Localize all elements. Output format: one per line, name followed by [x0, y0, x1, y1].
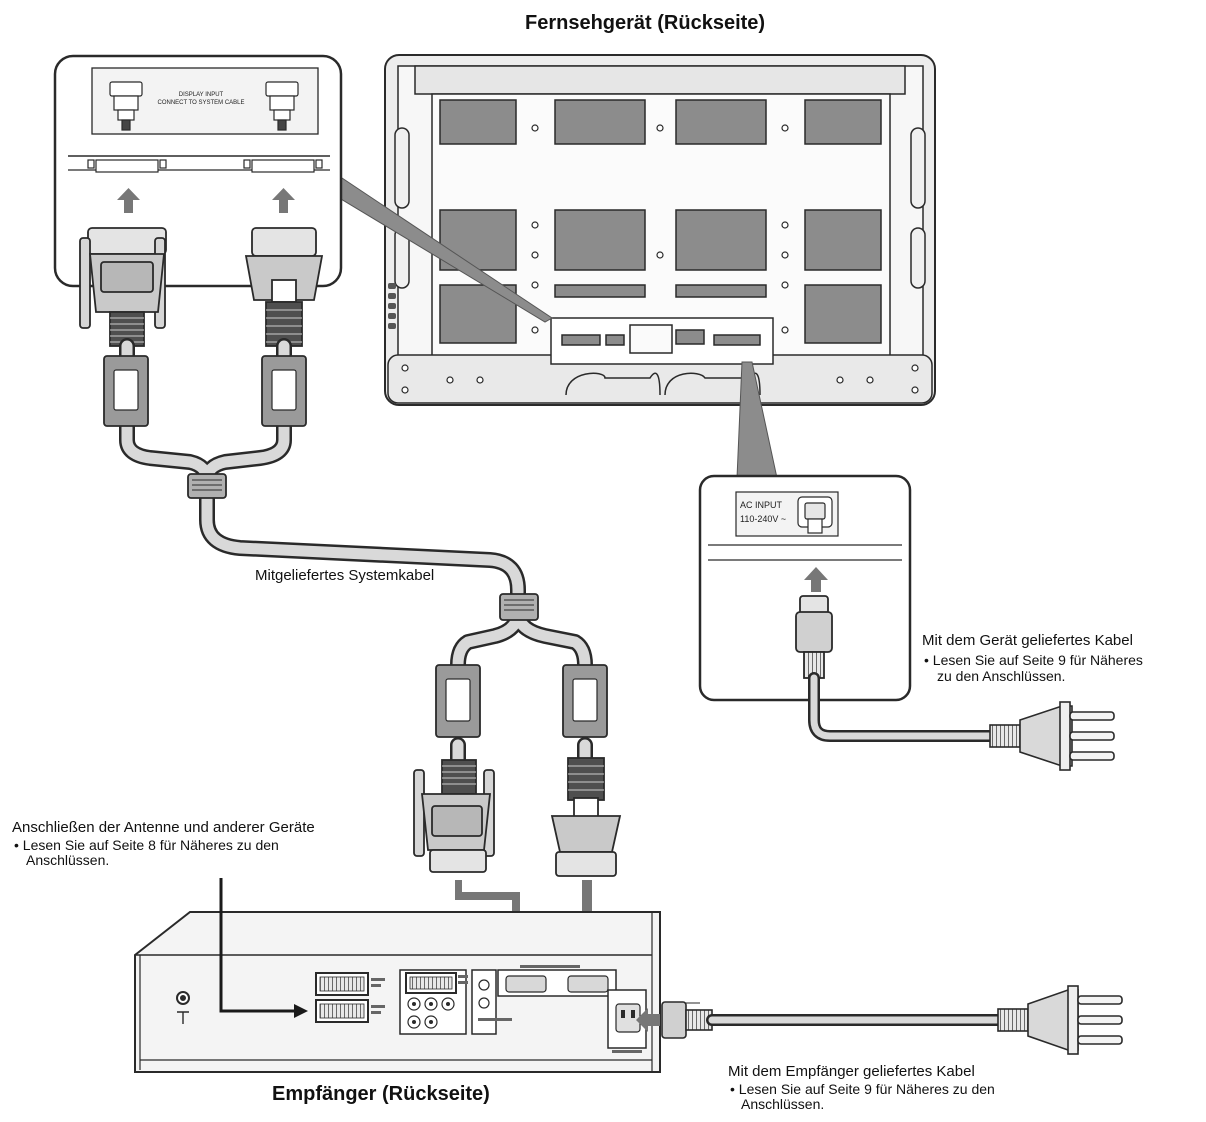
tv-screws: [401, 124, 919, 394]
ac-input-label-line1: AC INPUT: [740, 500, 783, 510]
antenna-note-line1: • Lesen Sie auf Seite 8 für Näheres zu d…: [14, 837, 279, 853]
dsub-plug-lower-left: [413, 759, 495, 873]
tv-side-buttons: [388, 283, 396, 329]
antenna-note-title: Anschließen der Antenne und anderer Gerä…: [12, 819, 315, 836]
display-insert-arrows: [117, 188, 295, 213]
tv-cable-note-line1: • Lesen Sie auf Seite 9 für Näheres: [924, 652, 1143, 668]
ac-insert-arrow: [804, 567, 828, 592]
display-input-connector-icon-left: [109, 81, 143, 131]
receiver-cable-note-title: Mit dem Empfänger geliefertes Kabel: [728, 1063, 975, 1080]
dsub-plug-lower-right: [550, 757, 622, 877]
tv-cable-note-title: Mit dem Gerät geliefertes Kabel: [922, 632, 1133, 649]
schuko-plug-tv: [989, 701, 1115, 771]
tv-power-cable: [808, 672, 1115, 771]
receiver-cable-note-line1: • Lesen Sie auf Seite 9 für Näheres zu d…: [730, 1081, 995, 1097]
antenna-note-line2: Anschlüssen.: [26, 852, 110, 868]
dsub-plug-upper-left: [79, 227, 167, 347]
tv-rear-title: Fernsehgerät (Rückseite): [525, 12, 766, 34]
display-input-label-line2: CONNECT TO SYSTEM CABLE: [157, 100, 244, 106]
receiver-power-cable: [636, 985, 1123, 1055]
receiver-cable-note-line2: Anschlüssen.: [741, 1096, 825, 1112]
tv-cable-note-line2: zu den Anschlüssen.: [937, 668, 1066, 684]
system-cable-label: Mitgeliefertes Systemkabel: [255, 567, 435, 584]
schuko-plug-receiver: [997, 985, 1123, 1055]
dsub-plug-upper-right: [244, 227, 324, 347]
ac-input-label-line2: 110-240V ~: [740, 514, 786, 524]
display-input-connector-icon-right: [265, 81, 299, 131]
receiver-rear-panel: [134, 911, 661, 1073]
receiver-port-marks: [371, 965, 642, 1053]
ac-plug-tv: [795, 595, 833, 679]
ac-socket-icon: [797, 496, 833, 534]
receiver-ac-insert-arrow: [636, 1008, 660, 1032]
tv-vents: [439, 99, 882, 344]
antenna-connection-arrow: [219, 878, 308, 1018]
tv-terminal-block: [550, 317, 774, 396]
display-input-label-line1: DISPLAY INPUT: [179, 92, 224, 98]
receiver-rear-title: Empfänger (Rückseite): [272, 1083, 490, 1105]
display-input-sockets: [87, 159, 323, 173]
ac-input-zoom-panel: [698, 474, 912, 702]
system-cable: [103, 338, 608, 773]
